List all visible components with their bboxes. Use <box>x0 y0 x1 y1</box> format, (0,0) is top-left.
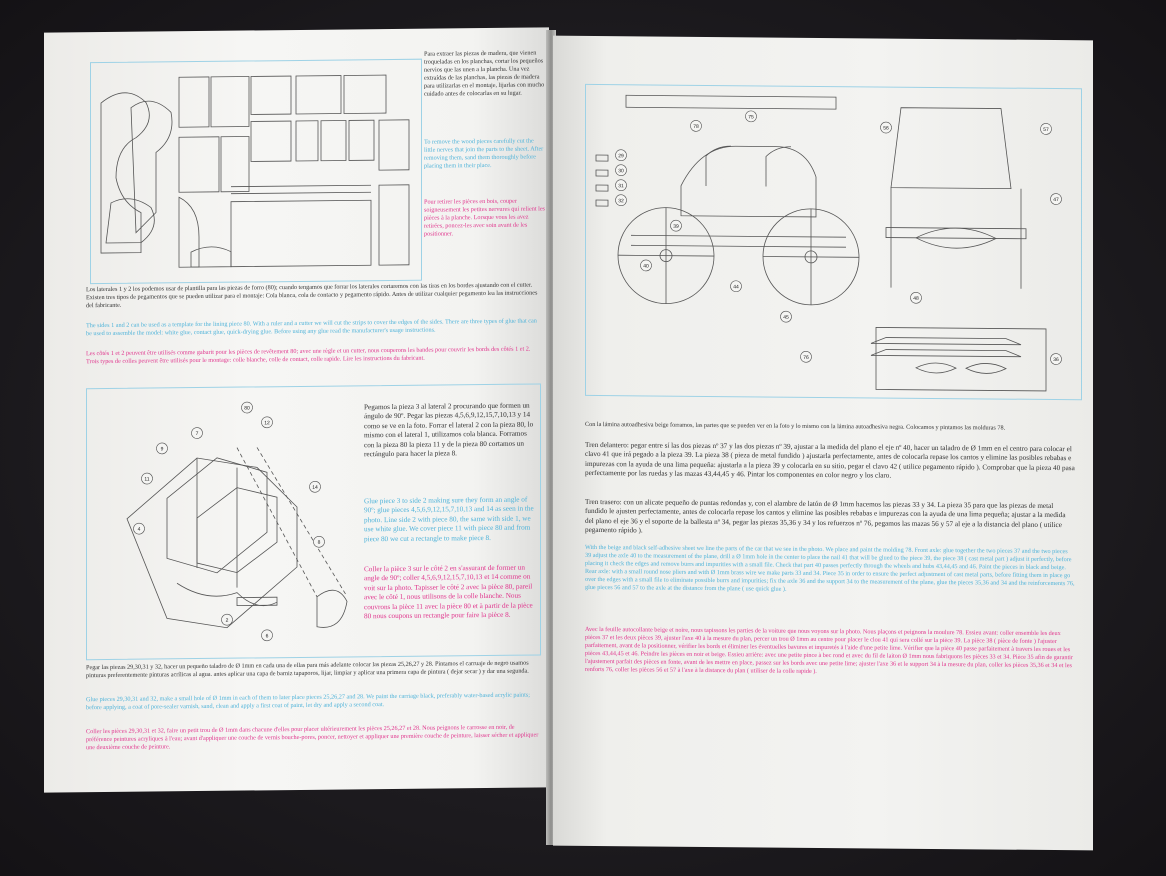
assembly-diagram: 7 80 12 9 11 4 14 8 2 6 <box>126 401 348 642</box>
svg-text:80: 80 <box>244 405 250 411</box>
paragraph-3-fr: Coller les pièces 29,30,31 et 32, faire … <box>86 723 540 752</box>
svg-text:47: 47 <box>1053 197 1059 203</box>
right-page: 29 30 31 32 78 75 39 40 44 45 76 56 57 4… <box>553 35 1093 851</box>
svg-text:11: 11 <box>144 477 149 483</box>
svg-text:9: 9 <box>161 446 164 452</box>
svg-text:30: 30 <box>618 168 624 174</box>
french-paragraph: Avec la feuille autocollante beige et no… <box>585 625 1075 675</box>
svg-text:12: 12 <box>264 420 270 426</box>
paragraph-3-es: Pegar las piezas 29,30,31 y 32, hacer un… <box>86 659 531 680</box>
paragraph-3-en: Glue pieces 29,30,31 and 32, make a smal… <box>86 691 532 712</box>
intro-column-en: To remove the wood pieces carefully cut … <box>424 137 545 170</box>
paragraph-1-fr: Les côtés 1 et 2 peuvent être utilisés c… <box>86 345 532 366</box>
front-axle-paragraph-es: Tren delantero: pegar entre sí las dos p… <box>585 440 1077 480</box>
paragraph-1-en: The sides 1 and 2 can be used as a templ… <box>86 317 539 338</box>
carriage-diagram: 29 30 31 32 78 75 39 40 44 45 76 56 57 4… <box>595 94 1062 392</box>
svg-text:7: 7 <box>196 431 199 437</box>
intro-column-es: Para extraer las piezas de madera, que v… <box>424 49 545 98</box>
parts-sheet-frame <box>90 58 422 285</box>
paragraph-2-es: Pegamos la pieza 3 al lateral 2 procuran… <box>364 401 536 459</box>
english-paragraph: With the beige and black self-adhesive s… <box>585 543 1077 593</box>
svg-text:48: 48 <box>913 296 919 302</box>
intro-paragraph-es: Con la lámina autoadhesiva beige forramo… <box>585 420 1006 432</box>
svg-text:2: 2 <box>226 618 229 624</box>
assembly-frame: 7 80 12 9 11 4 14 8 2 6 <box>86 383 541 661</box>
svg-text:78: 78 <box>693 124 699 130</box>
rear-axle-paragraph-es: Tren trasero: con un alicate pequeño de … <box>585 497 1068 535</box>
svg-text:39: 39 <box>673 224 679 230</box>
svg-text:4: 4 <box>138 527 141 533</box>
svg-text:6: 6 <box>266 633 269 639</box>
svg-text:57: 57 <box>1043 127 1049 133</box>
svg-text:14: 14 <box>312 485 318 491</box>
paragraph-2-en: Glue piece 3 to side 2 making sure they … <box>364 495 536 543</box>
svg-text:32: 32 <box>618 198 624 204</box>
parts-sheet-diagram <box>100 74 410 268</box>
svg-text:8: 8 <box>318 540 321 546</box>
intro-column-fr: Pour retirer les pièces en bois, couper … <box>424 197 545 238</box>
svg-text:31: 31 <box>618 183 624 189</box>
paragraph-2-fr: Coller la pièce 3 sur le côté 2 en s'ass… <box>364 563 535 621</box>
svg-text:36: 36 <box>1053 357 1059 363</box>
svg-text:40: 40 <box>643 263 649 269</box>
paragraph-1-es: Los laterales 1 y 2 los podemos usar de … <box>86 281 539 310</box>
svg-text:56: 56 <box>883 126 889 132</box>
left-page: Para extraer las piezas de madera, que v… <box>44 27 549 793</box>
binding-spine <box>546 30 556 845</box>
svg-text:76: 76 <box>803 355 809 361</box>
svg-text:45: 45 <box>783 315 789 321</box>
carriage-drawing-frame: 29 30 31 32 78 75 39 40 44 45 76 56 57 4… <box>585 83 1082 401</box>
svg-text:44: 44 <box>733 284 739 290</box>
svg-text:75: 75 <box>748 114 754 120</box>
svg-text:29: 29 <box>618 153 624 159</box>
